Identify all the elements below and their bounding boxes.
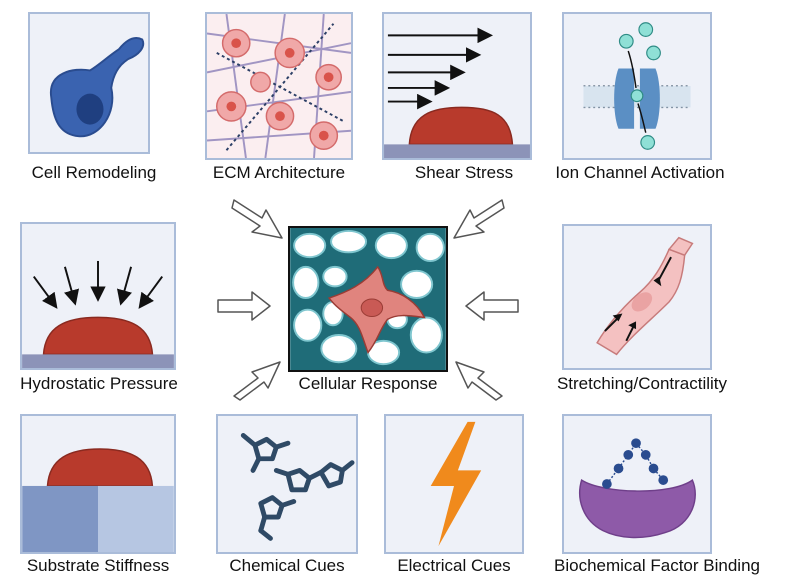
ion-channel-icon (583, 22, 691, 150)
ecm-architecture-label: ECM Architecture (212, 163, 346, 182)
substrate-stiffness-panel (20, 414, 176, 554)
electrical-cues-label: Electrical Cues (397, 556, 511, 575)
arrow-from-biochemical-icon (455, 361, 503, 401)
cellular-response-panel (288, 226, 448, 372)
electrical-cues-panel (384, 414, 524, 554)
stiffness-substrate-icon (22, 448, 174, 552)
arrow-from-stretching-icon (465, 291, 519, 321)
cell-remodeling-panel (28, 12, 150, 154)
hydrostatic-pressure-panel (20, 222, 176, 370)
stretching-contractility-panel (562, 224, 712, 370)
ion-channel-panel (562, 12, 712, 160)
hydrostatic-pressure-label: Hydrostatic Pressure (20, 374, 178, 393)
substrate-stiffness-label: Substrate Stiffness (26, 556, 170, 575)
stretching-contractility-label: Stretching/Contractility (556, 374, 728, 393)
shear-flow-icon (384, 27, 530, 158)
shear-stress-label: Shear Stress (414, 163, 514, 182)
chemical-cues-label: Chemical Cues (229, 556, 345, 575)
arrow-from-shear-icon (453, 199, 505, 239)
arrow-from-ecm-icon (231, 199, 283, 239)
ecm-network-icon (207, 14, 351, 158)
lightning-bolt-icon (430, 421, 482, 547)
protein-binding-icon (579, 438, 696, 539)
pressure-arrows-icon (22, 260, 174, 368)
biochemical-factor-panel (562, 414, 712, 554)
cell-in-matrix-icon (290, 228, 446, 370)
arrow-from-substrate-icon (233, 361, 281, 401)
shear-stress-panel (382, 12, 532, 160)
chemical-cues-panel (216, 414, 358, 554)
stretching-cell-icon (596, 236, 694, 356)
molecule-icon (240, 433, 355, 541)
arrow-from-hydrostatic-icon (217, 291, 271, 321)
blue-cell-icon (50, 37, 145, 138)
cell-remodeling-label: Cell Remodeling (31, 163, 157, 182)
cellular-response-label: Cellular Response (298, 374, 438, 393)
ion-channel-activation-label: Ion Channel Activation (555, 163, 725, 182)
ecm-architecture-panel (205, 12, 353, 160)
biochemical-factor-binding-label: Biochemical Factor Binding (554, 556, 760, 575)
